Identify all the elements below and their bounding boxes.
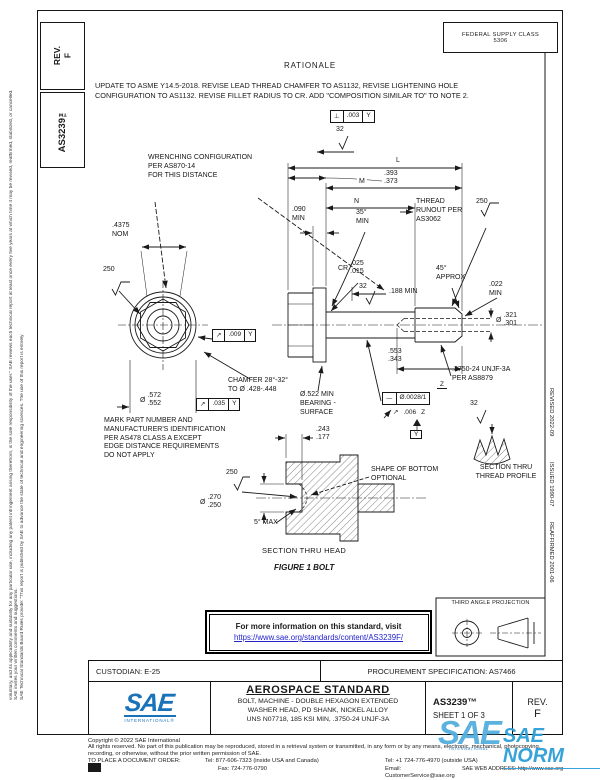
web-address: SAE WEB ADDRESS: http://www.sae.org (462, 766, 564, 772)
sae-logo-subtext: INTERNATIONAL® (124, 718, 175, 724)
watermark-sae-icon: SAE (438, 714, 502, 751)
section-thru-head (233, 434, 428, 542)
wrenching-note: WRENCHING CONFIGURATION PER AS870-14 FOR… (148, 154, 253, 179)
section-thru-thread (473, 409, 511, 465)
watermark-subtext: INTERNATIONAL (449, 745, 489, 751)
federal-supply-class-box: FEDERAL SUPPLY CLASS 5306 (443, 22, 558, 53)
fcf-runout-035: ↗ .035 Y (196, 398, 241, 411)
procurement-cell: PROCUREMENT SPECIFICATION: AS7466 (367, 666, 516, 676)
info-box: For more information on this standard, v… (205, 610, 432, 654)
dim-090-min: .090 MIN (292, 206, 306, 222)
thread-runout-note: THREAD RUNOUT PER AS3062 (416, 198, 463, 223)
dim-553-343: .553.343 (388, 348, 402, 364)
revised-date: REVISED 2022-09 (548, 388, 554, 437)
issued-date: ISSUED 1990-07 (548, 462, 554, 507)
dim-022-min: .022 MIN (489, 281, 503, 297)
dim-4375-nom: .4375 NOM (112, 222, 130, 238)
copyright-line2: All rights reserved. No part of this pub… (88, 744, 541, 758)
doc-number-label: AS3239™ (56, 107, 68, 153)
finish-32-fillet: 32 (359, 283, 367, 290)
reaffirmed-date: REAFFIRMED 2001-06 (548, 522, 554, 583)
section-head-caption: SECTION THRU HEAD (262, 546, 347, 555)
dim-188-min: .188 MIN (389, 288, 418, 295)
standard-type: AEROSPACE STANDARD (246, 684, 390, 696)
dim-45-approx: 45° APPROX (436, 265, 466, 281)
watermark-norm-text: SAE NORM (502, 725, 564, 767)
thread-spec-note: .3750-24 UNJF-3A PER AS8879 (452, 366, 511, 382)
copyright-line1: Copyright © 2022 SAE International (88, 738, 180, 744)
info-box-text: For more information on this standard, v… (235, 622, 402, 631)
runout-arrow-icon: ↗ (393, 408, 399, 416)
datum-y-flag: Y (410, 430, 423, 439)
standard-link[interactable]: https://www.sae.org/standards/content/AS… (233, 633, 404, 642)
fcf-straightness: — Ø.0028/1 (382, 392, 431, 405)
sae-logo-text: SAE (123, 688, 176, 717)
rationale-text: UPDATE TO ASME Y14.5-2018. REVISE LEAD T… (95, 81, 469, 100)
rev-value: F (534, 707, 541, 720)
sae-logo: SAE INTERNATIONAL® (89, 682, 211, 734)
dim-N: N (352, 198, 362, 207)
fcf-perpendicularity: ⊥ .003 Y (330, 110, 375, 123)
fax: Fax: 724-776-0790 (218, 766, 267, 772)
doc-number-box: AS3239™ (40, 92, 85, 168)
projection-label: THIRD ANGLE PROJECTION (451, 600, 530, 606)
margin-disclaimer-2: voluntary, and its applicability and sui… (9, 89, 19, 701)
doc-number: AS3239™ (433, 696, 477, 708)
fsc-line1: FEDERAL SUPPLY CLASS (461, 31, 540, 38)
bolt-side-view (272, 135, 542, 431)
fsc-line2: 5306 (493, 37, 508, 44)
rev-box: REV. F (40, 22, 85, 90)
finish-250-head: 250 (103, 266, 115, 273)
runout-006: ↗ .006 Z (393, 408, 426, 416)
title-block: CUSTODIAN: E-25 PROCUREMENT SPECIFICATIO… (88, 660, 563, 735)
dia-321-301: Ø .321.301 (496, 312, 518, 328)
rationale-title: RATIONALE (284, 61, 336, 70)
bearing-surface-note: Ø.522 MIN BEARING - SURFACE (300, 391, 336, 416)
margin-disclaimer-1: SAE Technical Standards Board Rules prov… (20, 334, 25, 701)
finish-250-section: 250 (226, 469, 238, 476)
fcf-runout-009: ↗ .009 Y (212, 329, 257, 342)
dim-cr-radius: CR .025.015 (338, 260, 364, 276)
rev-box-label: REV. F (51, 46, 73, 66)
sae-logo-underline (123, 715, 176, 718)
dim-5-max: 5° MAX (254, 519, 278, 526)
tel-1: Tel: 877-606-7323 (inside USA and Canada… (205, 758, 319, 764)
finish-32-top: 32 (336, 126, 344, 133)
dim-35-min: 35° MIN (356, 209, 369, 225)
order-label: TO PLACE A DOCUMENT ORDER: (88, 758, 181, 764)
rev-label: REV. (527, 696, 548, 707)
third-angle-projection-symbols (435, 597, 546, 657)
dia-572-552: Ø .572.552 (140, 392, 162, 408)
dim-243-177: .243.177 (316, 426, 330, 442)
datum-z-flag: Z (437, 381, 447, 389)
dim-393-373: .393.373 (384, 170, 398, 186)
standard-title: BOLT, MACHINE - DOUBLE HEXAGON EXTENDED … (237, 698, 399, 723)
dim-M: M (357, 178, 367, 187)
figure-caption: FIGURE 1 BOLT (274, 563, 335, 572)
dia-270-250: Ø .270.250 (200, 494, 222, 510)
dim-L: L (394, 157, 402, 166)
finish-250-thread: 250 (476, 198, 488, 205)
sae-norm-watermark: SAE INTERNATIONAL SAE NORM (438, 714, 600, 769)
shape-bottom-note: SHAPE OF BOTTOM OPTIONAL (371, 466, 439, 482)
section-thread-caption: SECTION THRU THREAD PROFILE (475, 464, 537, 480)
chamfer-note: CHAMFER 28°-32° TO Ø .428-.448 (228, 377, 289, 393)
finish-32-profile: 32 (470, 400, 478, 407)
tel-2: Tel: +1 724-776-4970 (outside USA) (385, 758, 478, 764)
marking-note: MARK PART NUMBER AND MANUFACTURER'S IDEN… (104, 417, 226, 459)
custodian-cell: CUSTODIAN: E-25 (89, 661, 321, 681)
scan-mark (88, 763, 101, 772)
head-end-view (111, 197, 385, 413)
sheet-number: SHEET 1 OF 3 (433, 710, 485, 720)
watermark-line (502, 768, 600, 769)
